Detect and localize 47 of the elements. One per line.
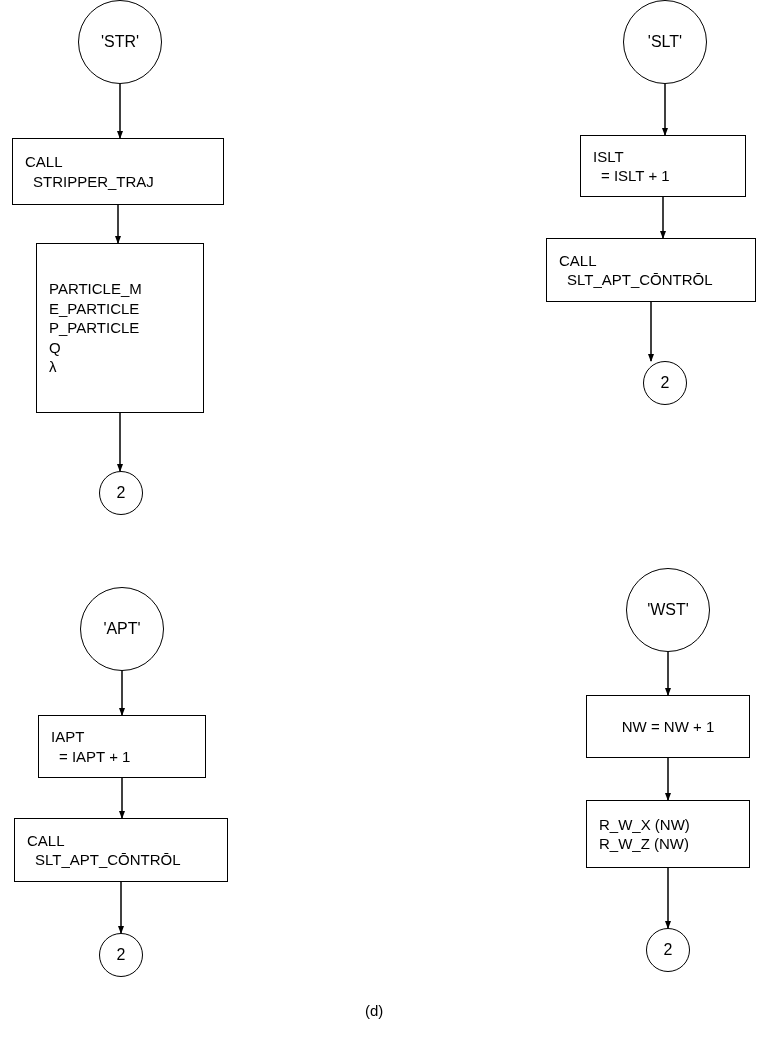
process-box <box>14 818 228 882</box>
process-box <box>580 135 746 197</box>
process-box <box>586 695 750 758</box>
caption: (d) <box>365 1001 384 1021</box>
arrow <box>117 412 123 472</box>
process-box <box>546 238 756 302</box>
process-box <box>12 138 224 205</box>
statement-text: SLT_APT_CŌNTRŌL <box>566 270 714 290</box>
process-box <box>38 715 206 778</box>
statement-text: R_W_Z (NW) <box>599 834 690 854</box>
statement-text: P_PARTICLE <box>49 318 141 338</box>
statement-text: NW = NW + 1 <box>621 716 715 737</box>
arrow <box>662 83 668 136</box>
process-box <box>36 243 204 413</box>
arrow <box>648 301 654 362</box>
statement-text: ISLT <box>593 146 625 166</box>
arrow <box>119 777 125 819</box>
arrow <box>660 196 666 239</box>
connector-label: 'WST' <box>647 600 689 620</box>
statement-text: E_PARTICLE <box>49 298 141 319</box>
statement-text: = IAPT + 1 <box>58 746 132 766</box>
arrow <box>665 867 671 929</box>
connector-label: 2 <box>660 373 670 393</box>
statement-text: STRIPPER_TRAJ <box>32 171 155 191</box>
process-box <box>586 800 750 868</box>
statement-text: λ <box>49 357 58 377</box>
statement-text: CALL <box>25 152 64 172</box>
statement-text: Q <box>49 337 62 358</box>
statement-text: R_W_X (NW) <box>599 814 691 834</box>
connector-label: 2 <box>116 483 126 503</box>
statement-text: IAPT <box>51 727 86 747</box>
statement-text: CALL <box>559 250 598 270</box>
arrow <box>665 757 671 801</box>
statement-text: SLT_APT_CŌNTRŌL <box>34 850 182 870</box>
arrow <box>665 651 671 696</box>
connector-label: 'STR' <box>100 32 140 52</box>
arrow <box>119 670 125 716</box>
arrow <box>115 204 121 244</box>
connector-label: 2 <box>663 940 673 960</box>
statement-text: CALL <box>27 830 66 850</box>
connector-label: 2 <box>116 945 126 965</box>
connector-label: 'SLT' <box>647 32 683 52</box>
statement-text: = ISLT + 1 <box>600 166 671 186</box>
arrow <box>117 83 123 139</box>
arrow <box>118 881 124 934</box>
statement-text: PARTICLE_M <box>49 279 143 299</box>
connector-label: 'APT' <box>103 619 141 639</box>
